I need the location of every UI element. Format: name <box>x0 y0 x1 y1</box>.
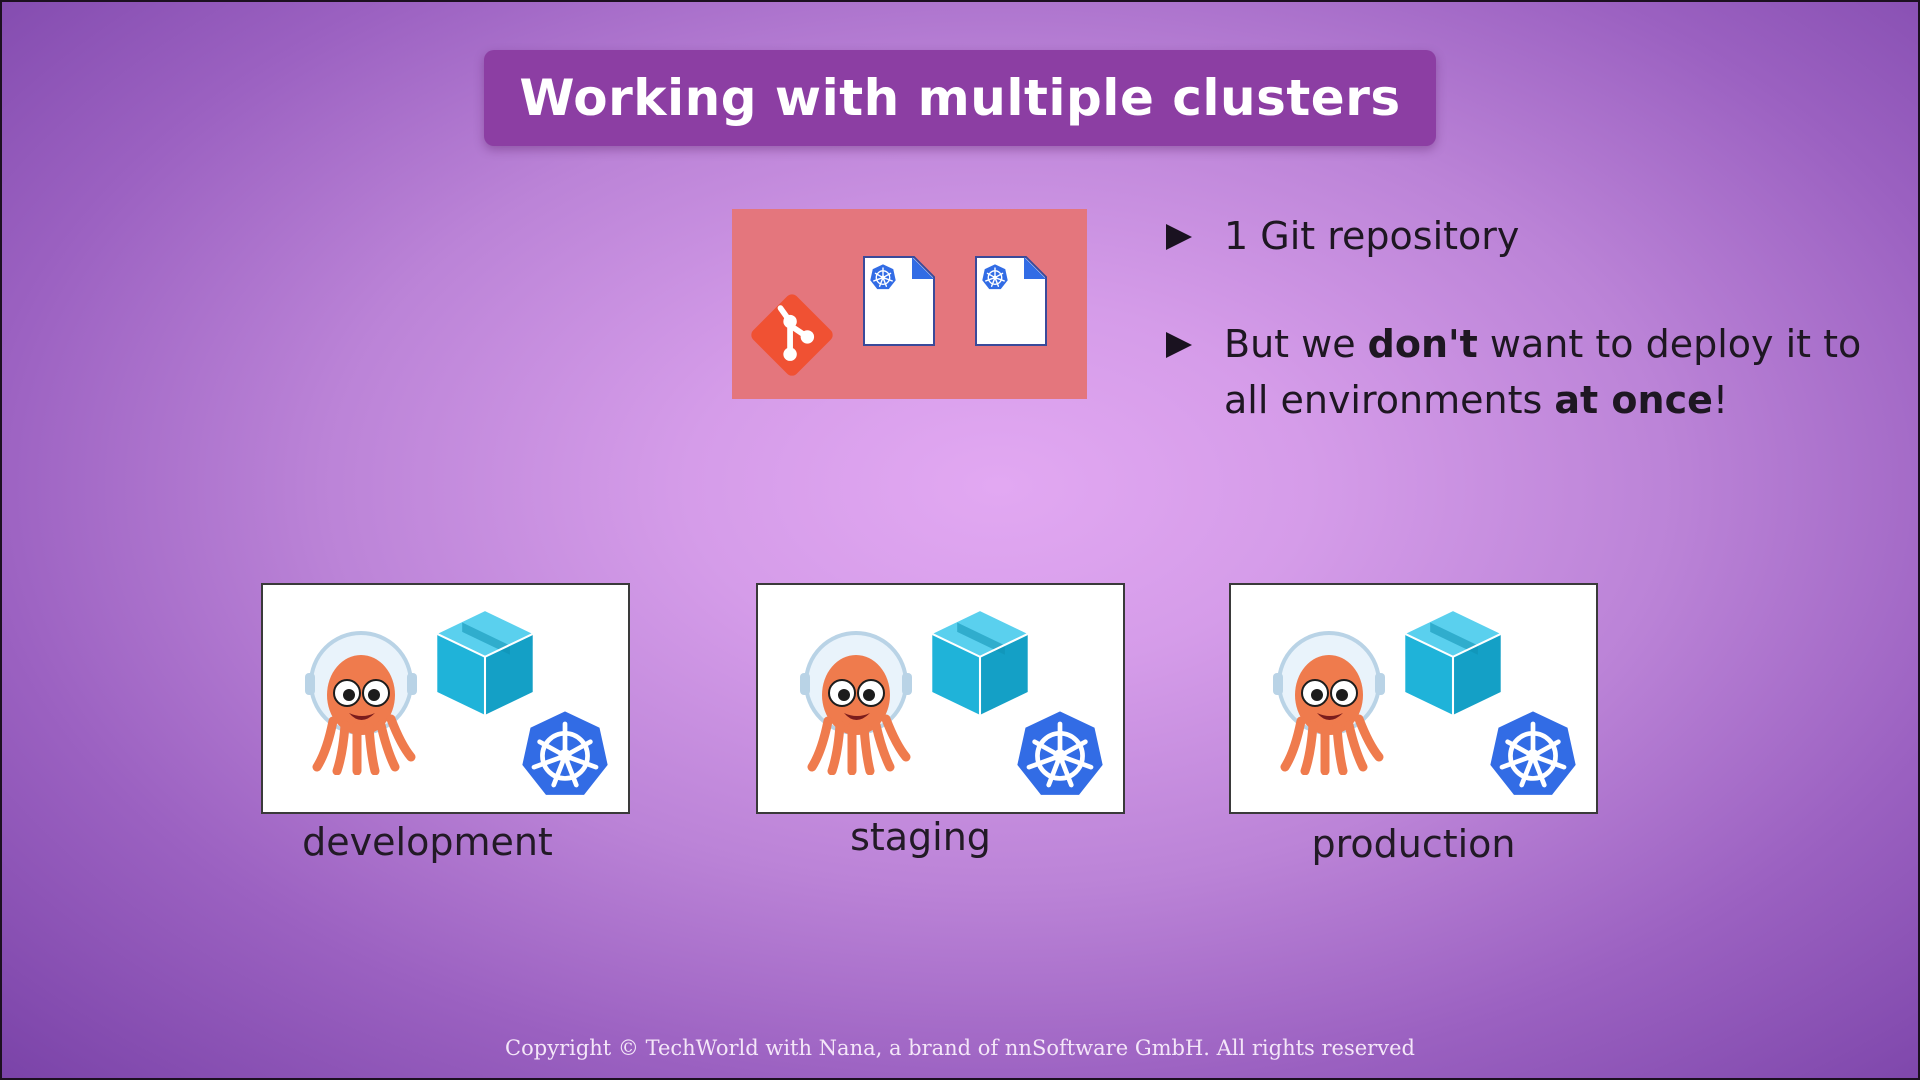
argo-octopus-icon <box>1271 625 1391 775</box>
bullet-item: 1 Git repository <box>1160 208 1900 264</box>
kubernetes-icon <box>518 707 612 801</box>
cluster-production <box>1229 583 1598 814</box>
bullet-text: want to deploy it to all environments <box>1224 322 1862 422</box>
git-icon <box>751 294 833 376</box>
cluster-label-staging: staging <box>850 815 991 859</box>
slide-title: Working with multiple clusters <box>519 69 1401 127</box>
triangle-bullet-icon <box>1166 224 1192 250</box>
package-cube-icon <box>928 607 1032 719</box>
package-cube-icon <box>433 607 537 719</box>
argo-octopus-icon <box>798 625 918 775</box>
git-repository-graphic <box>732 209 1087 399</box>
kubernetes-icon <box>1013 707 1107 801</box>
bullet-emphasis: don't <box>1367 322 1478 366</box>
kubernetes-icon <box>1486 707 1580 801</box>
cluster-staging <box>756 583 1125 814</box>
argo-octopus-icon <box>303 625 423 775</box>
kubernetes-manifest-icon <box>862 255 936 347</box>
bullet-text: 1 Git repository <box>1224 214 1520 258</box>
bullet-emphasis: at once <box>1554 378 1713 422</box>
bullet-list: 1 Git repository But we don't want to de… <box>1160 208 1900 428</box>
cluster-label-development: development <box>302 820 553 864</box>
cluster-label-production: production <box>1311 822 1516 866</box>
cluster-development <box>261 583 630 814</box>
package-cube-icon <box>1401 607 1505 719</box>
kubernetes-manifest-icon <box>974 255 1048 347</box>
bullet-text: ! <box>1712 378 1729 422</box>
bullet-item: But we don't want to deploy it to all en… <box>1160 316 1900 428</box>
copyright-notice: Copyright © TechWorld with Nana, a brand… <box>505 1036 1415 1060</box>
bullet-text: But we <box>1224 322 1368 366</box>
triangle-bullet-icon <box>1166 332 1192 358</box>
title-banner: Working with multiple clusters <box>484 50 1436 146</box>
